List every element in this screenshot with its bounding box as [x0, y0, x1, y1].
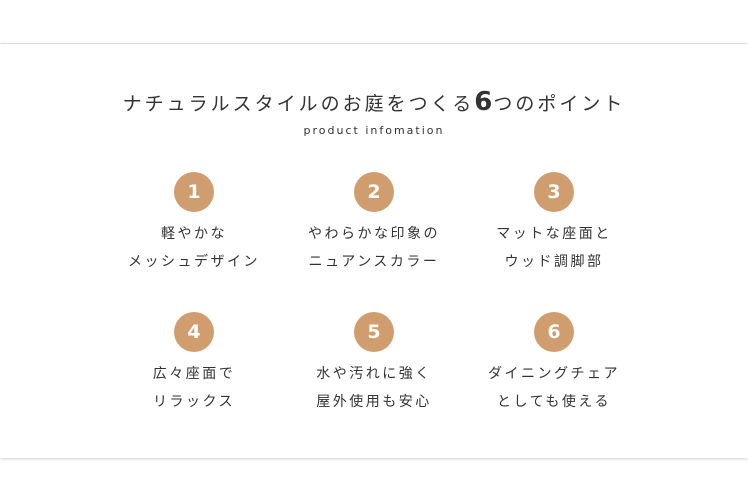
point-number-badge: 2	[354, 172, 394, 212]
title-number: 6	[474, 87, 494, 117]
subtitle: product infomation	[303, 124, 445, 137]
point-number-badge: 6	[534, 312, 574, 352]
point-number-badge: 4	[174, 312, 214, 352]
point-line-2: ニュアンスカラー	[308, 254, 440, 270]
point-number-badge: 3	[534, 172, 574, 212]
point-2: 2 やわらかな印象の ニュアンスカラー	[284, 172, 464, 276]
point-line-1: 軽やかな	[161, 226, 227, 242]
point-line-2: リラックス	[152, 394, 236, 410]
point-number-badge: 5	[354, 312, 394, 352]
point-4: 4 広々座面で リラックス	[104, 312, 284, 416]
top-bar	[0, 0, 748, 43]
point-line-1: 水や汚れに強く	[316, 366, 432, 382]
point-line-1: 広々座面で	[152, 366, 236, 382]
page-title: ナチュラルスタイルのお庭をつくる6つのポイント	[0, 87, 748, 117]
point-line-1: マットな座面と	[496, 226, 612, 242]
point-3: 3 マットな座面と ウッド調脚部	[464, 172, 644, 276]
point-line-2: メッシュデザイン	[128, 254, 260, 270]
point-number-badge: 1	[174, 172, 214, 212]
point-line-1: ダイニングチェア	[488, 366, 620, 382]
point-line-1: やわらかな印象の	[308, 226, 440, 242]
point-line-2: 屋外使用も安心	[316, 394, 432, 410]
point-1: 1 軽やかな メッシュデザイン	[104, 172, 284, 276]
point-line-2: としても使える	[497, 394, 611, 410]
points-section	[0, 44, 748, 458]
point-6: 6 ダイニングチェア としても使える	[464, 312, 644, 416]
title-suffix: つのポイント	[493, 93, 626, 115]
point-5: 5 水や汚れに強く 屋外使用も安心	[284, 312, 464, 416]
title-prefix: ナチュラルスタイルのお庭をつくる	[122, 93, 475, 115]
point-line-2: ウッド調脚部	[504, 254, 604, 270]
